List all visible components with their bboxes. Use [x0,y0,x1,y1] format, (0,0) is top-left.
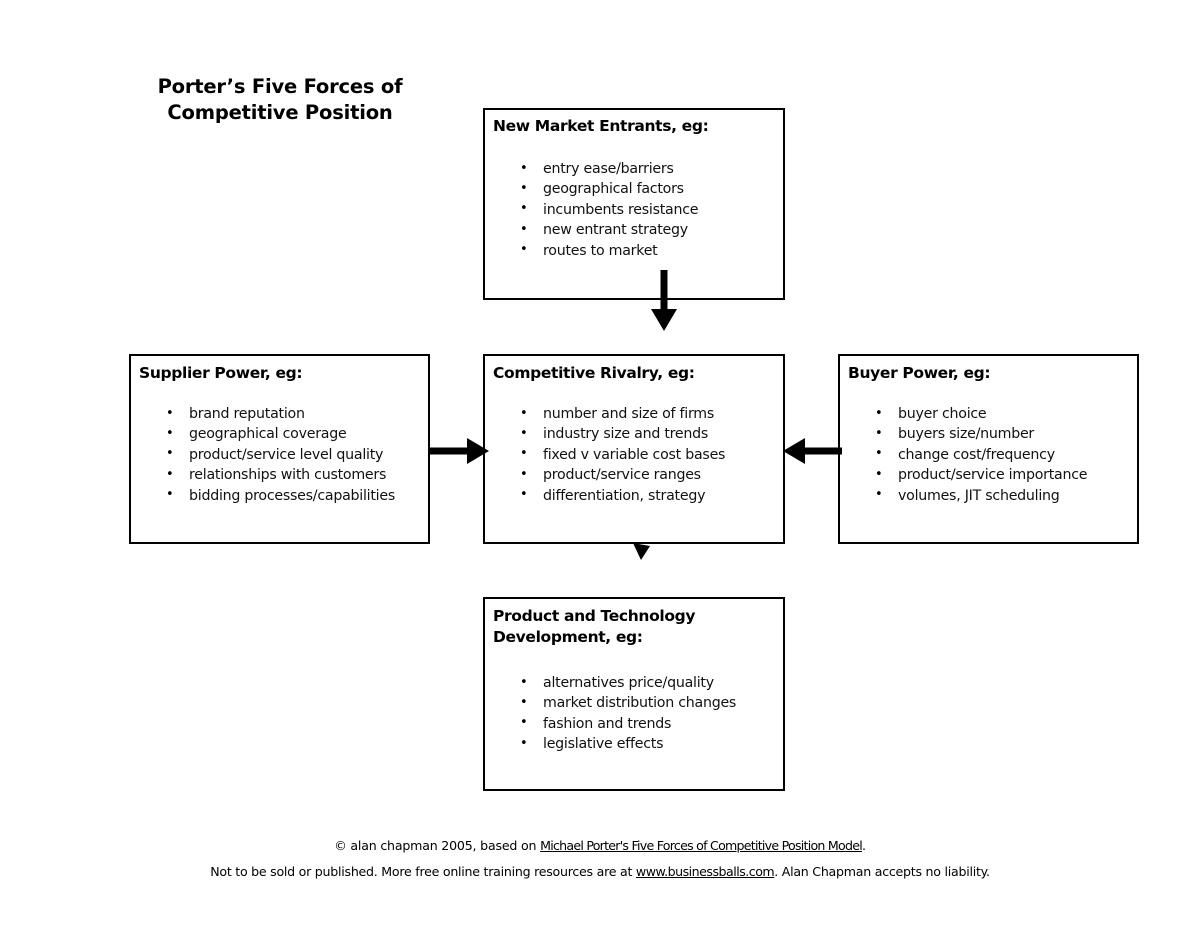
bullet-list-competitive-rivalry: number and size of firms industry size a… [520,403,725,506]
list-item: incumbents resistance [520,199,699,220]
arrow-rivalry-to-product [633,543,650,560]
list-item: new entrant strategy [520,220,698,241]
list-item: routes to market [520,240,698,261]
list-item: geographical coverage [166,424,395,445]
list-item: number and size of firms [520,403,725,424]
list-item: industry size and trends [520,424,725,445]
list-item: alternatives price/quality [520,672,736,693]
bullet-list-supplier-power: brand reputation geographical coverage p… [166,403,395,506]
list-item: bidding processes/capabilities [166,485,395,506]
footer-disclaimer-line: Not to be sold or published. More free o… [0,864,1200,879]
list-item: legislative effects [520,734,736,755]
footer-credit-line: © alan chapman 2005, based on Michael Po… [0,838,1200,853]
list-item: product/service importance [875,465,1088,486]
list-item: fashion and trends [520,713,736,734]
force-box-heading-new-market-entrants: New Market Entrants, eg: [493,117,709,135]
arrow-buyer-to-rivalry [783,438,842,464]
list-item: buyers size/number [875,424,1087,445]
force-box-heading-buyer-power: Buyer Power, eg: [848,364,991,382]
footer-credit-link[interactable]: Michael Porter's Five Forces of Competit… [540,838,863,853]
footer-credit-prefix: © alan chapman 2005, based on [334,838,541,853]
footer-website-link[interactable]: www.businessballs.com [635,864,775,879]
list-item: geographical factors [520,179,698,200]
bullet-list-buyer-power: buyer choice buyers size/number change c… [875,403,1088,506]
list-item: volumes, JIT scheduling [875,485,1087,506]
list-item: buyer choice [875,403,1087,424]
list-item: market distribution changes [520,693,736,714]
arrow-supplier-to-rivalry [428,438,489,464]
diagram-title: Porter’s Five Forces of Competitive Posi… [157,75,403,124]
bullet-list-product-and-technology-development: alternatives price/quality market distri… [520,672,736,755]
force-box-heading-product-and-technology-development: Product and Technology Development, eg: [493,607,696,646]
footer-credit-suffix: . [861,838,866,853]
force-box-heading-competitive-rivalry: Competitive Rivalry, eg: [493,364,695,382]
footer-disclaimer-prefix: Not to be sold or published. More free o… [210,864,636,879]
list-item: brand reputation [166,403,395,424]
list-item: change cost/frequency [875,444,1087,465]
list-item: entry ease/barriers [520,158,698,179]
list-item: product/service ranges [520,465,725,486]
list-item: differentiation, strategy [520,485,725,506]
bullet-list-new-market-entrants: entry ease/barriers geographical factors… [520,158,699,261]
list-item: product/service level quality [166,444,395,465]
footer-disclaimer-suffix: . Alan Chapman accepts no liability. [774,864,990,879]
list-item: fixed v variable cost bases [520,444,725,465]
force-box-heading-supplier-power: Supplier Power, eg: [139,364,303,382]
list-item: relationships with customers [166,465,395,486]
